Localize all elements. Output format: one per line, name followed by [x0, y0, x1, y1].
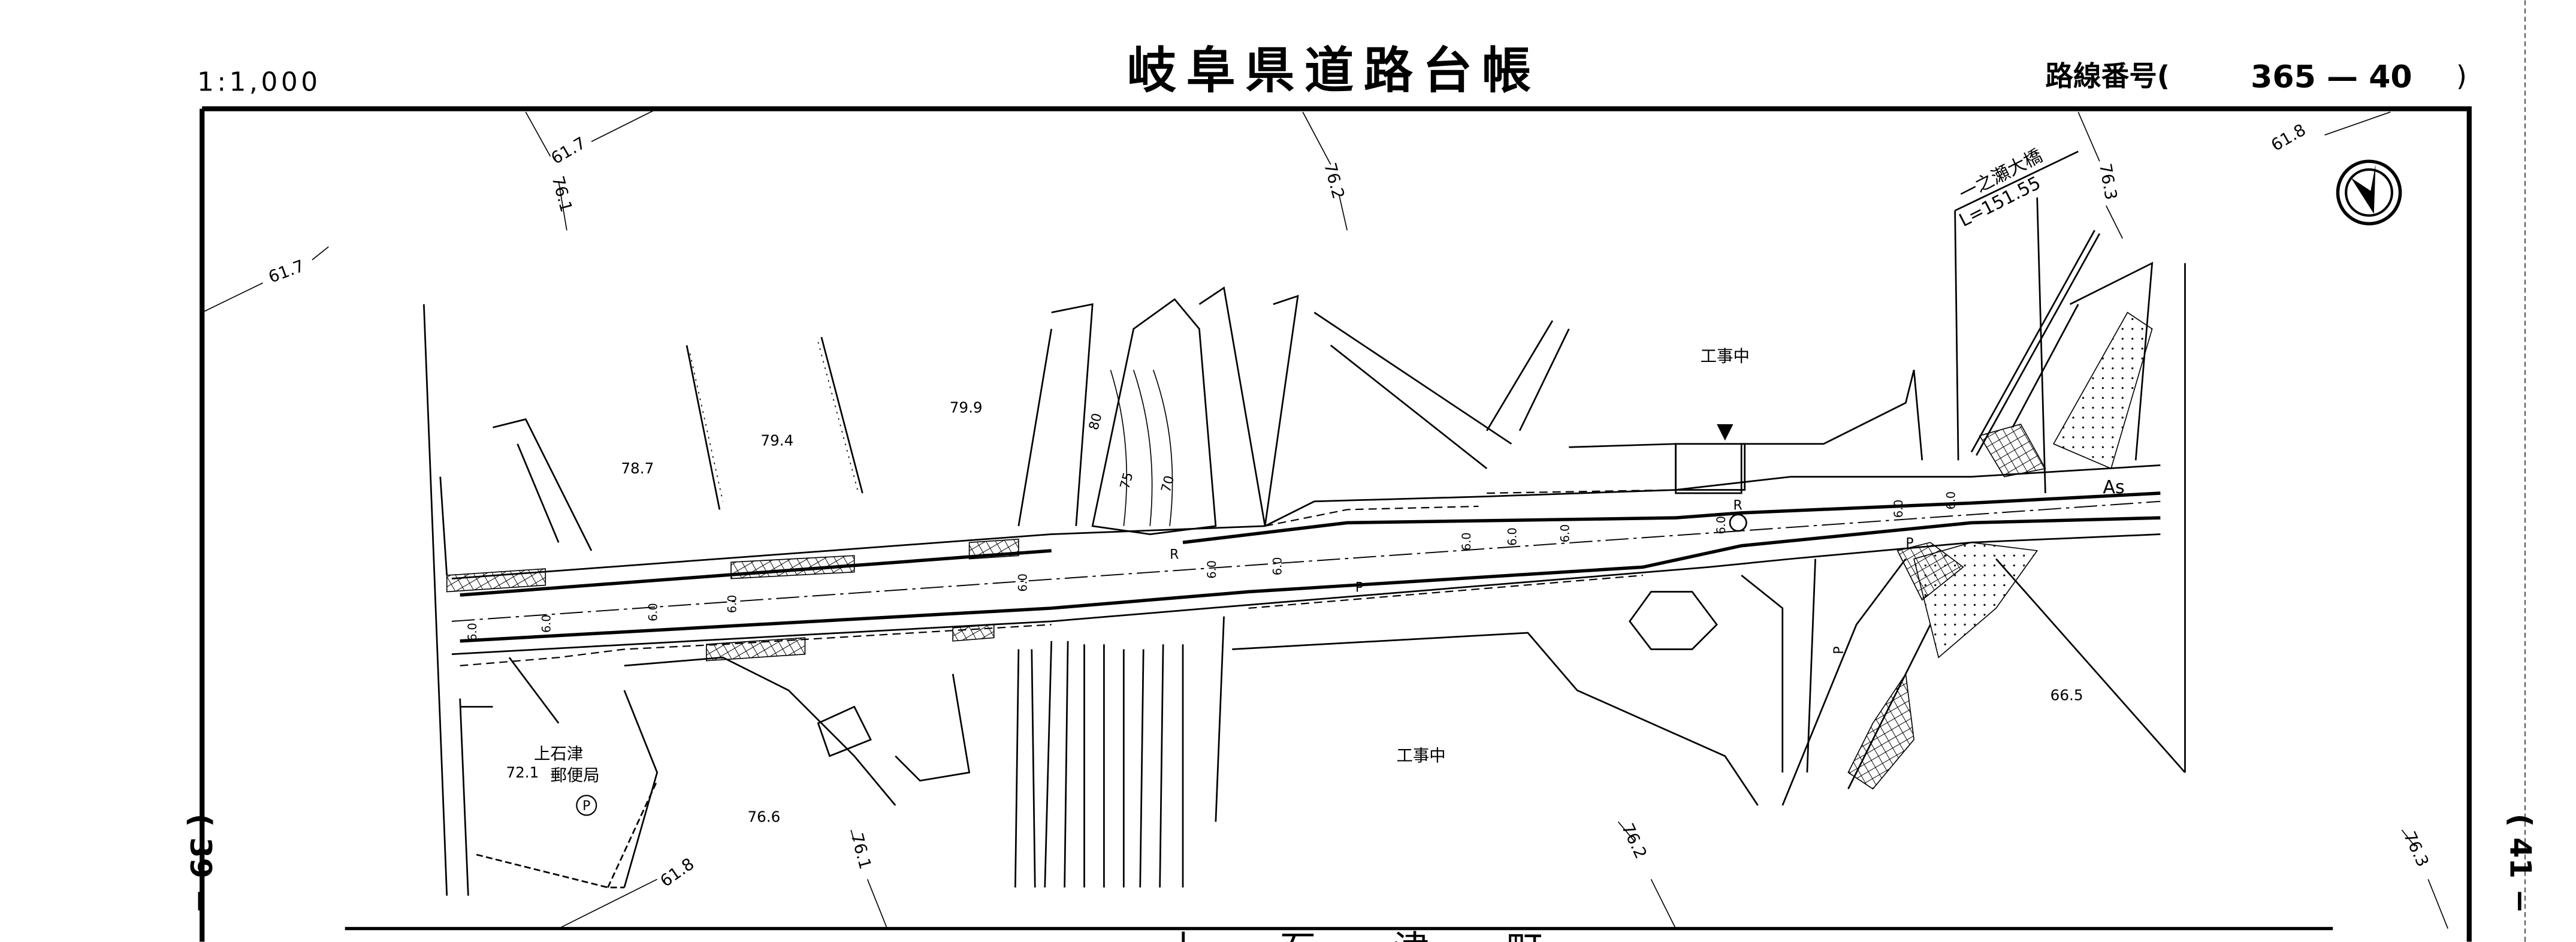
spot-elevation: 72.1 — [506, 763, 539, 781]
svg-text:6.0: 6.0 — [1271, 557, 1285, 576]
next-sheet-link[interactable]: ( 41 − — [2503, 814, 2538, 914]
road-width-marks: 6.0 6.0 6.0 6.0 6.0 6.0 6.0 6.0 6.0 6.0 … — [466, 491, 1958, 641]
svg-text:6.0: 6.0 — [1944, 491, 1958, 510]
route-number: 365 — 40 — [2251, 59, 2412, 95]
construction-label: 工事中 — [1701, 348, 1750, 366]
post-office-label: 上石津 — [534, 745, 583, 763]
contour-label: 76.1 — [847, 831, 874, 871]
contour-label: 76.1 — [548, 174, 575, 214]
contour-label: 76.2 — [1320, 161, 1348, 201]
svg-text:6.0: 6.0 — [1205, 560, 1219, 579]
page-title: 岐阜県道路台帳 — [1127, 43, 1541, 99]
bottom-place-name: 上 石 津 町 — [1167, 928, 1576, 942]
main-road — [446, 464, 2161, 666]
road-mark-p: P — [1355, 581, 1363, 596]
svg-text:6.0: 6.0 — [466, 623, 479, 641]
contour-label: 76.2 — [1618, 820, 1650, 861]
road-mark-p: P — [1832, 646, 1847, 654]
parcels — [422, 261, 2186, 896]
road-mark-r: R — [1734, 498, 1743, 513]
map-frame — [200, 106, 2472, 942]
north-arrow-icon — [2336, 159, 2402, 226]
pavement-type: As — [2103, 477, 2124, 498]
route-close: ) — [2456, 60, 2467, 92]
construction-label: 工事中 — [1396, 747, 1445, 765]
arrow-down-icon — [1717, 424, 1734, 441]
spot-elevation: 79.4 — [760, 432, 793, 449]
spot-elevation: 78.7 — [621, 460, 654, 477]
spot-elevation: 66.5 — [2050, 686, 2083, 704]
svg-text:6.0: 6.0 — [1892, 500, 1905, 518]
slope-contour-label: 75 — [1118, 471, 1136, 491]
svg-text:6.0: 6.0 — [1714, 516, 1728, 535]
contour-label: 61.7 — [266, 257, 307, 287]
circle-p-icon: P — [576, 795, 597, 816]
svg-text:6.0: 6.0 — [647, 603, 660, 621]
contour-label: 61.8 — [2268, 120, 2309, 155]
slope-contour-label: 80 — [1086, 412, 1105, 431]
svg-text:6.0: 6.0 — [725, 595, 739, 614]
contour-label: 76.3 — [2400, 829, 2432, 869]
survey-point-icon — [1729, 514, 1747, 532]
route-label: 路線番号( — [2045, 60, 2170, 92]
spot-elevation: 79.9 — [950, 399, 983, 416]
svg-text:6.0: 6.0 — [1460, 532, 1473, 551]
svg-text:6.0: 6.0 — [539, 615, 553, 633]
contour-lines — [201, 108, 2448, 929]
svg-text:6.0: 6.0 — [1558, 524, 1572, 543]
contour-label: 61.7 — [548, 134, 589, 168]
svg-text:6.0: 6.0 — [1016, 573, 1030, 592]
svg-text:6.0: 6.0 — [1506, 527, 1520, 546]
post-office-label: 郵便局 — [550, 766, 599, 785]
map-scale: 1:1,000 — [197, 67, 321, 97]
previous-sheet-link[interactable]: ( 39 − — [183, 814, 218, 914]
road-mark-r: R — [1170, 548, 1179, 563]
contour-label: 76.3 — [2095, 162, 2120, 201]
svg-text:P: P — [582, 799, 590, 814]
slope-contour-label: 70 — [1159, 474, 1177, 494]
spot-elevation: 76.6 — [747, 808, 780, 825]
contour-label: 61.8 — [657, 855, 698, 890]
